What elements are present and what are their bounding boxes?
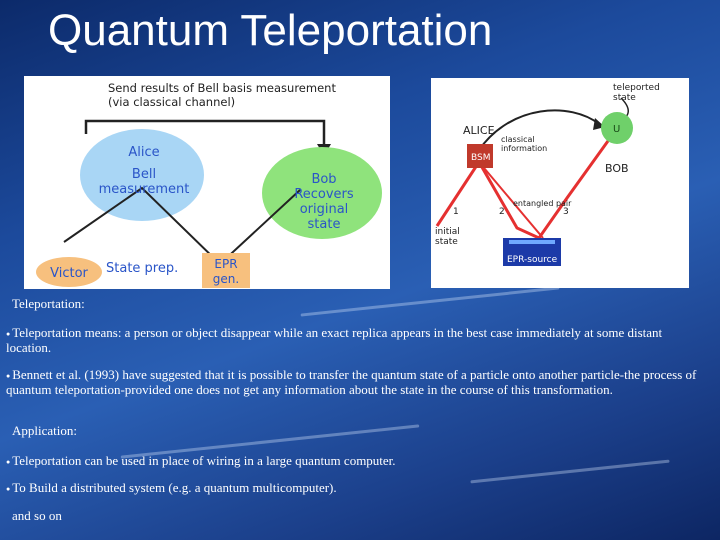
teleported-state-label: state [613,93,636,103]
u-label: U [613,124,620,135]
bob-label: Bob [311,172,336,187]
bg-streak [301,286,560,316]
step-2-label: 2 [499,207,505,217]
step-1-label: 1 [453,207,459,217]
teleported-label: teleported [613,83,660,93]
bell-diagram-svg: Send results of Bell basis measurement (… [24,76,390,289]
bullet-text: Teleportation can be used in place of wi… [12,453,395,468]
top-label-1: Send results of Bell basis measurement [108,81,336,95]
initial-label: initial [435,227,460,237]
teleportation-diagram-svg: teleported state ALICE classical informa… [431,78,689,288]
state-prep-label: State prep. [106,261,178,276]
bullet-text: Bennett et al. (1993) have suggested tha… [6,367,696,397]
alice-title: ALICE [463,124,495,137]
alice-label: Alice [128,145,159,160]
bob-original-label: original [300,202,349,217]
bullet-item: ●Teleportation can be used in place of w… [6,454,706,469]
step-3-label: 3 [563,207,569,217]
bullet-icon: ● [6,372,10,380]
bullet-text: Teleportation means: a person or object … [6,325,662,355]
bullet-icon: ● [6,330,10,338]
footer-text: and so on [12,509,62,523]
classical-label: classical [501,135,535,144]
bob-title: BOB [605,162,629,175]
slide-title: Quantum Teleportation [48,6,492,56]
teleportation-heading: Teleportation: [12,297,85,311]
bullet-text: To Build a distributed system (e.g. a qu… [12,480,336,495]
bell-label: Bell [132,167,156,182]
information-label: information [501,144,547,153]
bullet-item: ●Bennett et al. (1993) have suggested th… [6,368,710,397]
bob-state-label: state [308,217,341,232]
epr-source-label: EPR-source [507,255,558,265]
bullet-icon: ● [6,458,10,466]
top-label-2: (via classical channel) [108,95,235,109]
gen-label: gen. [213,272,239,286]
application-heading: Application: [12,424,77,438]
bullet-icon: ● [6,485,10,493]
bob-recovers-label: Recovers [294,187,354,202]
epr-label: EPR [214,257,237,271]
bell-diagram: Send results of Bell basis measurement (… [24,76,390,289]
initial-state-label: state [435,237,458,247]
measurement-label: measurement [99,182,190,197]
teleportation-diagram: teleported state ALICE classical informa… [431,78,689,288]
bullet-item: ●Teleportation means: a person or object… [6,326,706,355]
victor-label: Victor [50,266,88,281]
epr-source-top [509,240,555,244]
bsm-label: BSM [471,153,491,163]
bullet-item: ●To Build a distributed system (e.g. a q… [6,481,706,496]
